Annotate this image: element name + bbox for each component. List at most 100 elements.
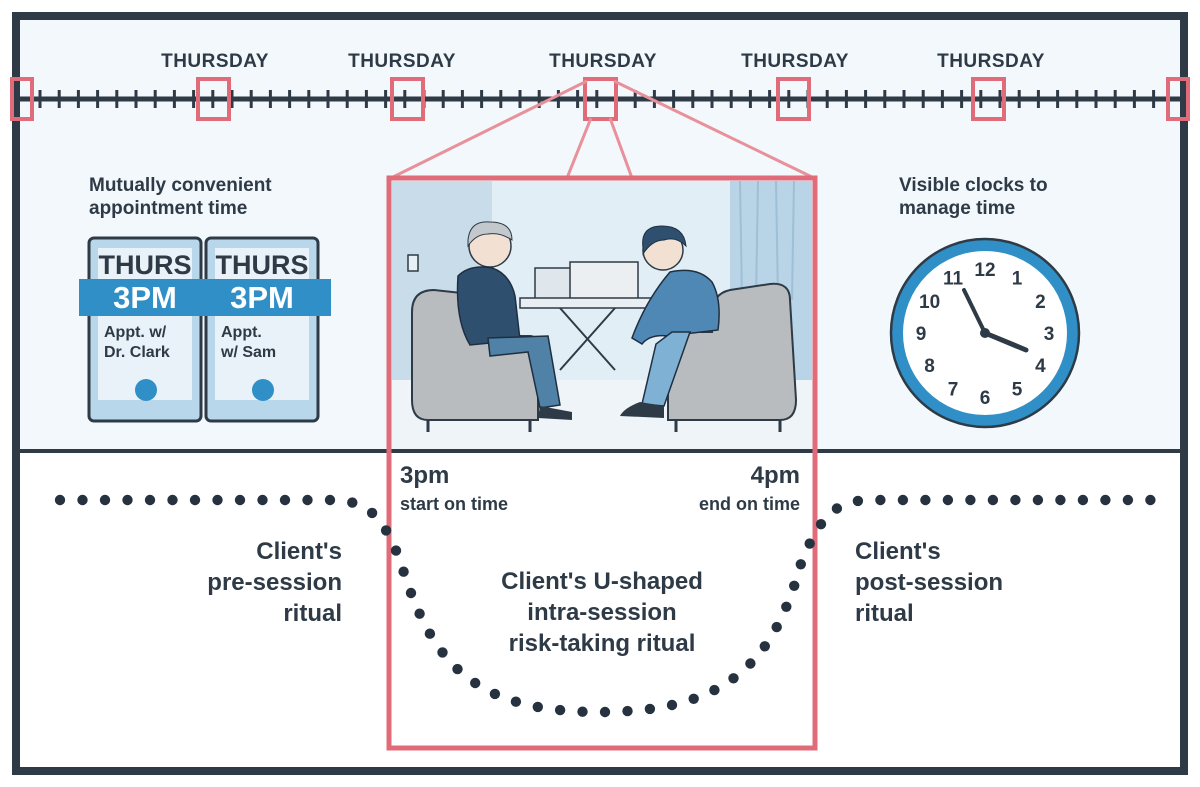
ritual-dot [987, 494, 999, 506]
desk [519, 261, 661, 371]
appointment-heading: Mutually convenient appointment time [89, 174, 272, 220]
ritual-dot [831, 503, 843, 514]
day-marker-partial-right [1166, 77, 1190, 121]
zoom-connector [390, 79, 815, 180]
ritual-dot [781, 601, 792, 612]
day-marker [971, 77, 1006, 121]
phone-appointment-note: Appt. w/ Dr. Clark [104, 323, 170, 362]
ritual-label-line: pre-session [207, 569, 342, 597]
ritual-dot [771, 621, 782, 633]
ritual-dot [437, 647, 448, 658]
clock-numeral: 4 [1035, 356, 1046, 377]
ritual-dot [1077, 494, 1089, 506]
ritual-dot [745, 658, 756, 669]
phone-time: 3PM [230, 280, 294, 315]
ritual-dot [366, 507, 378, 519]
timeline-day-label: THURSDAY [741, 51, 849, 72]
timeline-day-label: THURSDAY [549, 51, 657, 72]
ritual-dot [759, 641, 770, 652]
ritual-dot [728, 673, 739, 684]
phone-home-button [252, 379, 274, 401]
ritual-dot [599, 706, 611, 718]
ritual-dot [1145, 494, 1156, 506]
ritual-dot [347, 497, 358, 508]
ritual-dot [1100, 494, 1111, 506]
ritual-dot [122, 494, 133, 506]
ritual-label-line: post-session [855, 569, 1004, 597]
intra-session-ritual-label: Client's U-shaped intra-session risk-tak… [452, 566, 752, 660]
ritual-dot [324, 494, 336, 506]
ritual-dot [666, 699, 678, 711]
ritual-dot [424, 628, 436, 639]
ritual-dot [942, 494, 954, 506]
ritual-dot [470, 677, 481, 689]
ritual-dot [380, 525, 392, 536]
session-start-time: 3pm [400, 462, 450, 489]
timeline-day-markers [10, 77, 1190, 121]
session-start-note: start on time [400, 494, 509, 515]
phone-appointment-line: Appt. w/ [104, 324, 167, 341]
ritual-dotted-path [54, 494, 1156, 718]
clock-center [980, 328, 990, 338]
ritual-dot [804, 538, 815, 549]
phone-appointment-note: Appt. w/ Sam [221, 323, 276, 362]
clock-rim [889, 237, 1081, 429]
clock-numeral: 1 [1012, 269, 1023, 290]
phone-appointment-line: Appt. [221, 324, 262, 341]
ritual-dot [577, 706, 588, 717]
phone-appointment-line: Dr. Clark [104, 343, 170, 361]
ritual-label-line: Client's [256, 538, 342, 565]
ritual-dot [532, 701, 543, 713]
day-marker-highlighted [583, 77, 618, 121]
phone-time: 3PM [113, 280, 177, 315]
ritual-label-line: ritual [855, 600, 914, 628]
timeline-day-label: THURSDAY [937, 51, 1045, 72]
ritual-dot [398, 566, 409, 577]
timeline-day-label: THURSDAY [161, 51, 269, 72]
ritual-dot [920, 494, 931, 506]
ritual-dot [1122, 494, 1134, 506]
session-end-note: end on time [698, 494, 800, 515]
ritual-dot [234, 494, 246, 506]
ritual-dot [875, 494, 886, 506]
day-marker [196, 77, 231, 121]
ritual-dot [1032, 494, 1044, 506]
post-session-ritual-label: Client's post-session ritual [855, 536, 1003, 630]
clock-minute-hand [962, 288, 987, 335]
ritual-dot [167, 494, 178, 506]
clock-heading-line: manage time [899, 198, 1016, 220]
ritual-dot [709, 684, 720, 696]
ritual-dot [795, 559, 806, 570]
ritual-dot [257, 494, 268, 506]
ritual-label-line: Client's U-shaped [501, 568, 703, 595]
ritual-dot [489, 688, 501, 700]
therapist-figure [456, 221, 572, 420]
light-switch [407, 254, 419, 272]
clock-numeral: 2 [1035, 292, 1046, 313]
ritual-dot [897, 494, 909, 506]
ritual-dot [789, 580, 800, 591]
clock-numeral: 7 [948, 379, 959, 400]
pre-session-ritual-label: Client's pre-session ritual [207, 536, 342, 630]
ritual-label-line: risk-taking ritual [508, 630, 696, 658]
clock-heading: Visible clocks to manage time [899, 174, 1048, 220]
appointment-heading-line: Mutually convenient [89, 175, 272, 196]
day-marker [390, 77, 425, 121]
ritual-dot [852, 495, 864, 507]
ritual-label-line: intra-session [527, 599, 677, 627]
day-marker-partial-left [10, 77, 34, 121]
ritual-dot [99, 494, 111, 506]
clock-numeral: 9 [916, 324, 927, 345]
ritual-label-line: Client's [855, 538, 941, 565]
clock-numeral: 8 [924, 356, 935, 377]
ritual-dot [189, 494, 201, 506]
session-end-time: 4pm [750, 462, 800, 489]
clock-numeral: 3 [1044, 324, 1055, 345]
clock-numeral: 6 [980, 388, 991, 409]
clock-heading-line: Visible clocks to [899, 175, 1048, 196]
ritual-dot [302, 494, 313, 506]
lower-panel [20, 452, 1180, 767]
